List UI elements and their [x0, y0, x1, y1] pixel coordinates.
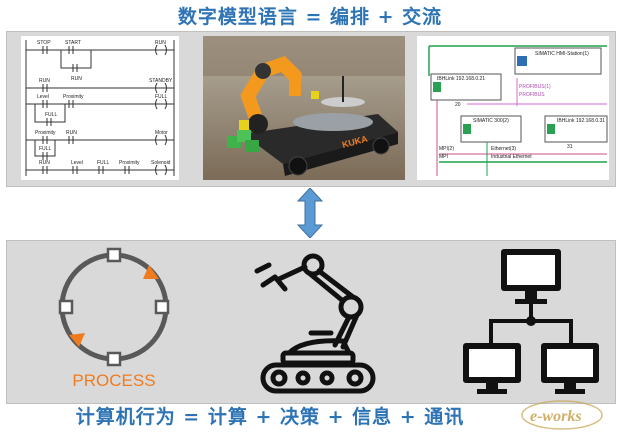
network-diagram: SIMATIC HMI-Station(1) IBHLink 192.168.0… [428, 45, 608, 176]
ladder-diagram: STOP START RUN RUN RUN STANDBY Level Pro… [25, 40, 175, 176]
ladder-label: Level [71, 160, 83, 166]
ladder-label: STANDBY [149, 78, 173, 84]
s300-label: SIMATIC 300(2) [473, 118, 509, 124]
robot-arm-icon [254, 253, 376, 394]
top-title: 数字模型语言 = 编排 + 交流 [177, 6, 443, 28]
ladder-label: FULL [45, 112, 57, 118]
ladder-label: Motor [155, 130, 168, 136]
hmi-station-label: SIMATIC HMI-Station(1) [535, 51, 589, 57]
ethernet-label: Industrial Ethernet [491, 154, 532, 160]
bottom-title: 计算机行为 = 计算 + 决策 + 信息 + 通讯 [75, 406, 465, 428]
ladder-diagram-card: STOP START RUN RUN RUN STANDBY Level Pro… [21, 36, 179, 180]
ladder-label: Solenoid [151, 160, 171, 166]
eworks-logo-icon: e-works [521, 400, 603, 430]
network-config-card: SIMATIC HMI-Station(1) IBHLink 192.168.0… [417, 36, 609, 180]
ethernet-label: Ethernet(3) [491, 146, 516, 152]
profibus-label: PROFIBUS [519, 92, 545, 98]
bottom-panel: PROCESS [6, 240, 616, 404]
computer-network-icon [463, 249, 599, 394]
process-cycle-icon [58, 247, 170, 367]
ladder-label: FULL [97, 160, 109, 166]
ladder-label: FULL [39, 146, 51, 152]
ladder-label: RUN [39, 160, 50, 166]
process-card: PROCESS [49, 247, 179, 395]
mpi-label: MPI [439, 154, 448, 160]
ladder-label: RUN [66, 130, 77, 136]
ladder-label: Proximity [35, 130, 56, 136]
process-label: PROCESS [72, 371, 156, 390]
robot-render-card: KUKA [203, 36, 405, 180]
ladder-label: START [65, 40, 81, 46]
node-number: 20 [455, 102, 461, 108]
node-number: 31 [567, 144, 573, 150]
ladder-label: STOP [37, 40, 51, 46]
double-arrow-icon [296, 188, 324, 238]
watermark-text: e-works [530, 408, 582, 425]
ibhlink-top-label: IBHLink 192.168.0.21 [437, 76, 485, 82]
robot-render: KUKA [203, 36, 405, 180]
ladder-label: FULL [155, 94, 167, 100]
mpi-label: MPI(2) [439, 146, 454, 152]
ibhlink-right-label: IBHLink 192.168.0.31 [557, 118, 605, 124]
ladder-label: Level [37, 94, 49, 100]
top-panel: STOP START RUN RUN RUN STANDBY Level Pro… [6, 31, 616, 187]
ladder-label: RUN [155, 40, 166, 46]
profibus-label: PROFIBUS(1) [519, 84, 551, 90]
ladder-label: RUN [71, 76, 82, 82]
ladder-label: Proximity [119, 160, 140, 166]
eworks-watermark: e-works [520, 395, 610, 433]
ladder-label: RUN [39, 78, 50, 84]
ladder-label: Proximity [63, 94, 84, 100]
